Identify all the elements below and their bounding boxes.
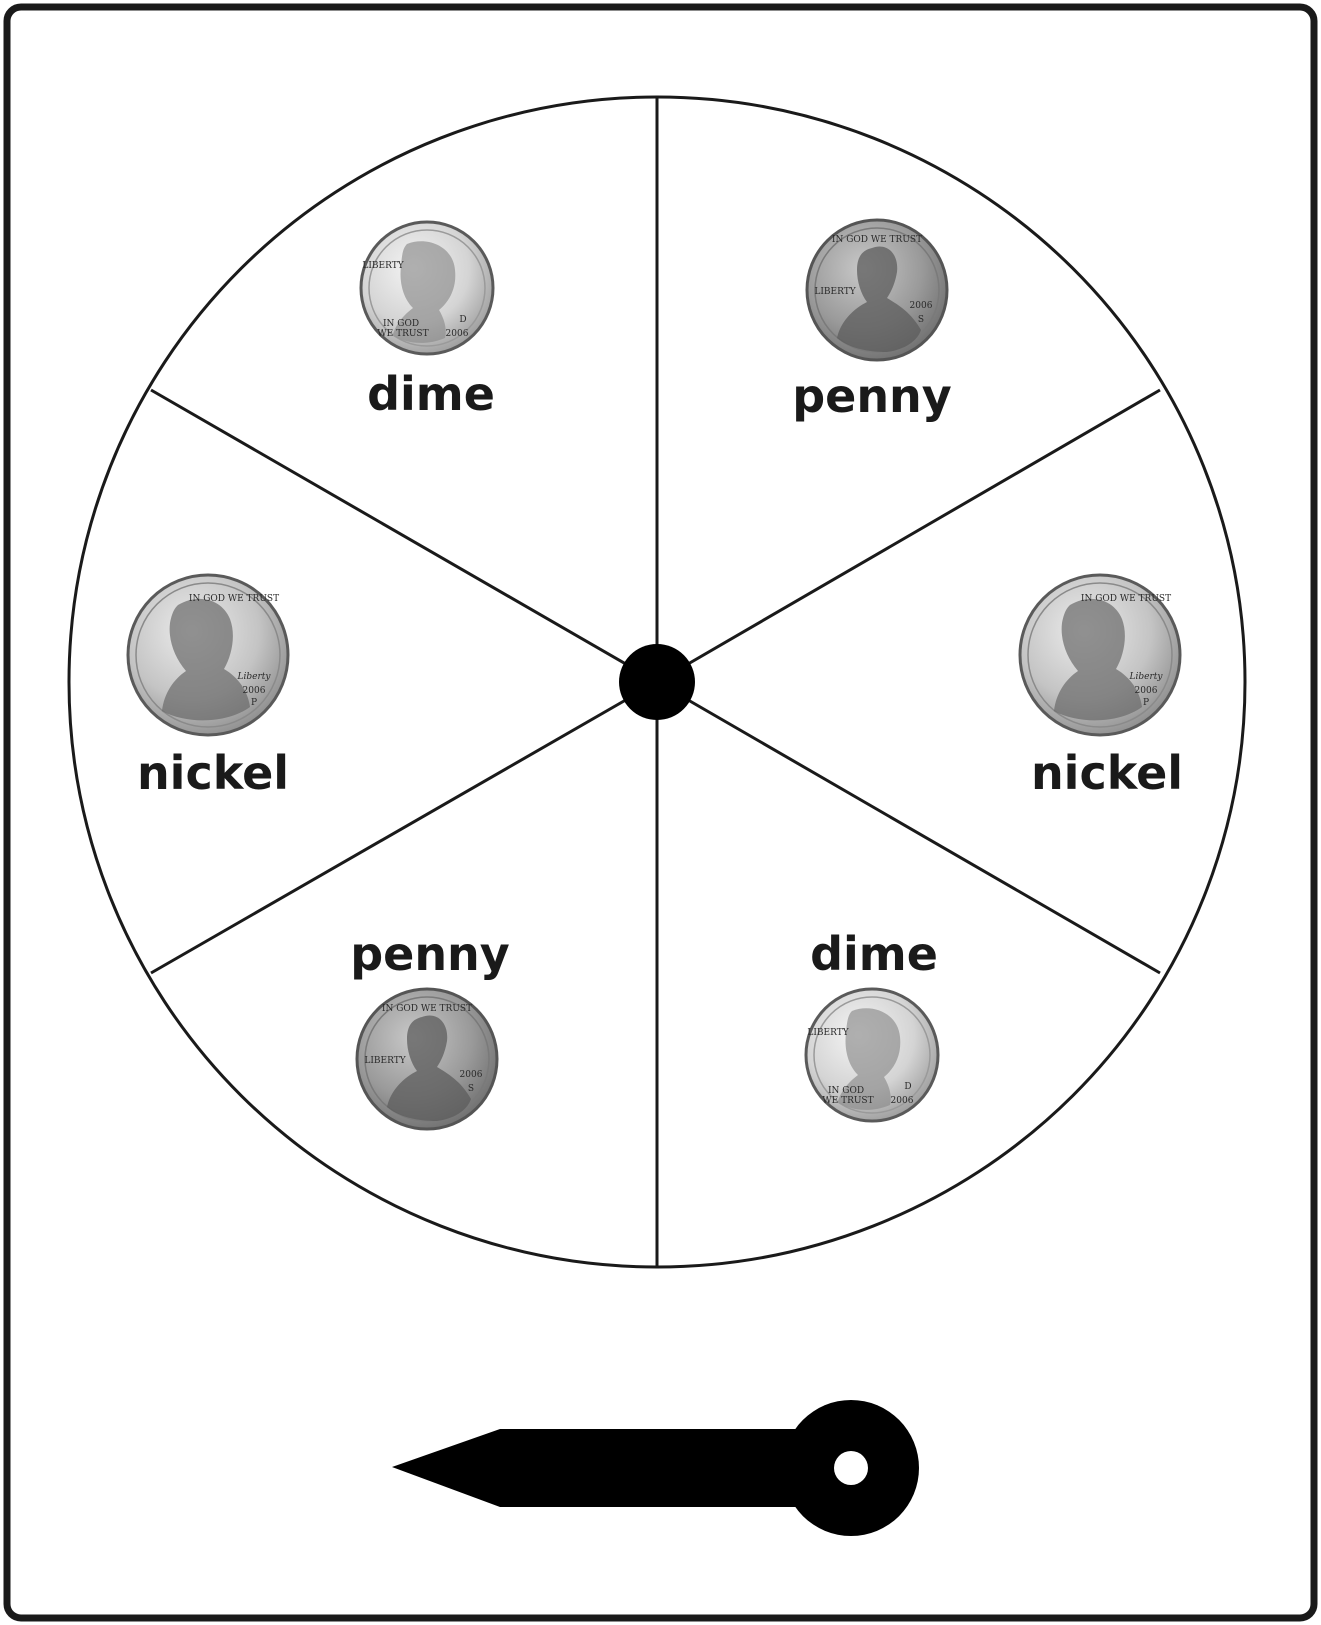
section-label: penny	[792, 369, 952, 423]
dime-liberty: LIBERTY	[807, 1028, 849, 1038]
section-dime-top: LIBERTY IN GOD WE TRUST 2006 D dime	[361, 222, 495, 421]
nickel-motto: IN GOD WE TRUST	[189, 594, 279, 604]
section-penny-bottom: penny IN GOD WE TRUST LIBERTY 2006 S	[350, 927, 510, 1129]
section-label: nickel	[137, 746, 289, 800]
nickel-year: 2006	[243, 686, 266, 696]
dime-motto-line1: IN GOD	[828, 1086, 864, 1096]
dime-liberty: LIBERTY	[362, 261, 404, 271]
dime-mint: D	[459, 315, 466, 325]
section-label: penny	[350, 927, 510, 981]
nickel-mint: P	[1143, 698, 1149, 708]
nickel-coin: IN GOD WE TRUST Liberty 2006 P	[1020, 575, 1180, 735]
section-nickel-left: IN GOD WE TRUST Liberty 2006 P nickel	[128, 575, 289, 800]
dime-mint: D	[904, 1082, 911, 1092]
penny-motto: IN GOD WE TRUST	[832, 235, 922, 245]
penny-coin: IN GOD WE TRUST LIBERTY 2006 S	[807, 220, 947, 360]
arrow-pivot-hole	[834, 1451, 868, 1485]
penny-year: 2006	[460, 1070, 483, 1080]
penny-mint: S	[468, 1084, 474, 1094]
nickel-mint: P	[251, 698, 257, 708]
dime-motto-line2: WE TRUST	[377, 329, 428, 339]
nickel-liberty: Liberty	[237, 672, 272, 682]
section-dime-bottom: dime LIBERTY IN GOD WE TRUST 2006 D	[806, 927, 938, 1121]
section-nickel-right: IN GOD WE TRUST Liberty 2006 P nickel	[1020, 575, 1183, 800]
nickel-year: 2006	[1135, 686, 1158, 696]
dime-motto-line2: WE TRUST	[822, 1096, 873, 1106]
section-label: nickel	[1031, 746, 1183, 800]
dime-coin: LIBERTY IN GOD WE TRUST 2006 D	[806, 989, 938, 1121]
dime-year: 2006	[446, 329, 469, 339]
nickel-coin: IN GOD WE TRUST Liberty 2006 P	[128, 575, 288, 735]
penny-liberty: LIBERTY	[814, 287, 856, 297]
penny-coin: IN GOD WE TRUST LIBERTY 2006 S	[357, 989, 497, 1129]
nickel-motto: IN GOD WE TRUST	[1081, 594, 1171, 604]
penny-liberty: LIBERTY	[364, 1056, 406, 1066]
penny-mint: S	[918, 315, 924, 325]
dime-year: 2006	[891, 1096, 914, 1106]
penny-year: 2006	[910, 301, 933, 311]
section-label: dime	[367, 367, 495, 421]
center-hub	[619, 644, 695, 720]
dime-motto-line1: IN GOD	[383, 319, 419, 329]
section-label: dime	[810, 927, 938, 981]
dime-coin: LIBERTY IN GOD WE TRUST 2006 D	[361, 222, 493, 354]
nickel-liberty: Liberty	[1129, 672, 1164, 682]
penny-motto: IN GOD WE TRUST	[382, 1004, 472, 1014]
